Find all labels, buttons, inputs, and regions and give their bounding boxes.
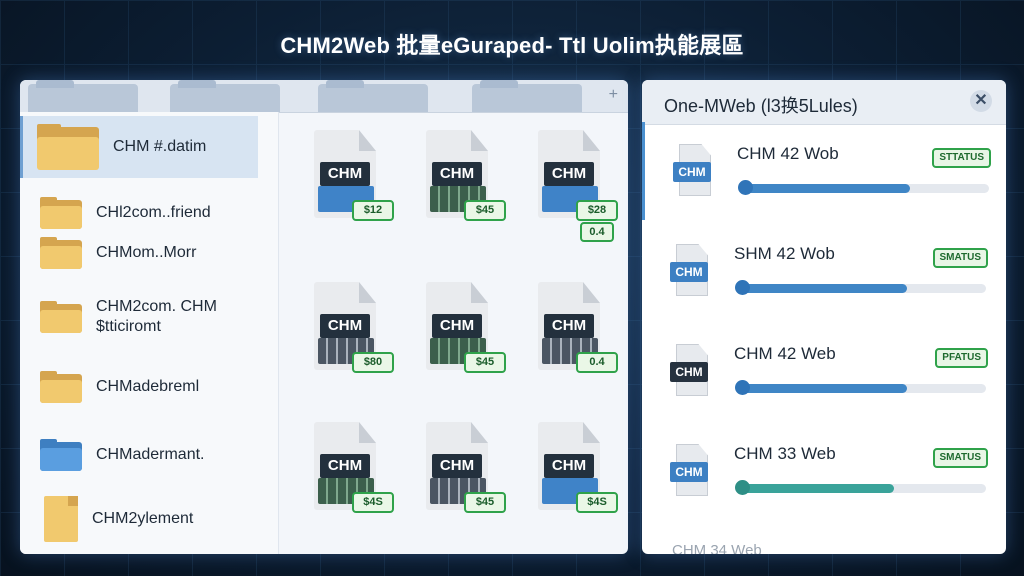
sidebar-item[interactable]: CHMadermant. <box>20 424 278 486</box>
file-size-badge: $45 <box>464 352 506 373</box>
conversion-window: One-MWeb (l3换5Lules) ✕ CHM CHM 42 Wob ST… <box>642 80 1006 554</box>
progress-bar <box>735 380 986 395</box>
document-icon <box>44 496 78 542</box>
conversion-name: CHM 42 Web <box>734 344 836 363</box>
folder-blue-icon <box>40 439 82 471</box>
folder-icon <box>40 237 82 269</box>
chm-label: CHM <box>432 162 482 186</box>
progress-knob[interactable] <box>738 180 753 195</box>
chm-file-icon: CHM <box>670 344 710 396</box>
status-badge: STTATUS <box>932 148 991 168</box>
file-size-badge: $80 <box>352 352 394 373</box>
sidebar-item-label: CHM2com. CHM $tticiromt <box>96 298 217 335</box>
conversion-item-partial: CHM 34 Web <box>672 542 762 554</box>
progress-bar <box>735 480 986 495</box>
file-size-badge: 0.4 <box>576 352 618 373</box>
chm-file[interactable]: CHM $45 <box>422 282 506 382</box>
chm-file[interactable]: CHM $4S <box>310 422 394 522</box>
chm-file[interactable]: CHM $4S <box>534 422 618 522</box>
folder-icon <box>40 301 82 333</box>
add-tab-icon[interactable]: + <box>608 86 618 103</box>
chm-label: CHM <box>320 162 370 186</box>
file-size-badge: $28 <box>576 200 618 221</box>
folder-sidebar: CHM #.datim CHl2com..friend CHMom..Morr … <box>20 112 279 554</box>
sidebar-item[interactable]: CHMadebreml <box>20 356 278 418</box>
file-size-badge: $4S <box>576 492 618 513</box>
page-title: CHM2Web 批量eGuraped- Ttl Uolim执能展區 <box>280 33 744 58</box>
file-size-badge: $45 <box>464 200 506 221</box>
progress-knob[interactable] <box>735 380 750 395</box>
chm-file-icon: CHM <box>673 144 713 196</box>
chm-file[interactable]: CHM $12 <box>310 130 394 230</box>
conversion-title: One-MWeb (l3换5Lules) <box>664 96 858 116</box>
progress-bar <box>738 180 989 195</box>
conversion-name: SHM 42 Wob <box>734 244 835 263</box>
progress-knob[interactable] <box>735 480 750 495</box>
sidebar-item[interactable]: CHl2com..friend <box>20 182 278 244</box>
sidebar-item[interactable]: CHM #.datim <box>20 116 258 178</box>
chm-label: CHM <box>544 162 594 186</box>
progress-knob[interactable] <box>735 280 750 295</box>
sidebar-item-label: CHMom..Morr <box>96 244 197 261</box>
file-browser-window: + CHM #.datim CHl2com..friend CHMom..Mor… <box>20 80 628 554</box>
folder-tab-bar: + <box>20 80 628 113</box>
chm-file-icon: CHM <box>670 244 710 296</box>
sidebar-item-label: CHMadermant. <box>96 446 205 463</box>
chm-file[interactable]: CHM $80 <box>310 282 394 382</box>
chm-label: CHM <box>320 454 370 478</box>
chm-file[interactable]: CHM $28 0.4 <box>534 130 618 242</box>
folder-tab[interactable] <box>472 80 582 112</box>
sidebar-item-label: CHM #.datim <box>113 138 207 155</box>
conversion-name: CHM 33 Web <box>734 444 836 463</box>
chm-file[interactable]: CHM 0.4 <box>534 282 618 382</box>
folder-tab[interactable] <box>28 80 138 112</box>
chm-label: CHM <box>544 454 594 478</box>
file-size-badge: $12 <box>352 200 394 221</box>
chm-file-icon: CHM <box>670 444 710 496</box>
file-size-badge: $4S <box>352 492 394 513</box>
chm-label: CHM <box>432 314 482 338</box>
sidebar-item[interactable]: CHM2com. CHM $tticiromt <box>20 286 278 348</box>
sidebar-item-label: CHl2com..friend <box>96 204 211 221</box>
chm-file[interactable]: CHM $45 <box>422 130 506 230</box>
sidebar-item[interactable]: CHMom..Morr <box>20 222 278 284</box>
conversion-item[interactable]: CHM CHM 42 Wob STTATUS <box>642 122 1006 220</box>
folder-tab[interactable] <box>318 80 428 112</box>
sidebar-item-label: CHM2ylement <box>92 510 194 527</box>
chm-label: CHM <box>320 314 370 338</box>
status-badge: SMATUS <box>932 248 988 268</box>
file-grid: CHM $12 CHM $45 CHM $28 0.4 CHM $80 CHM <box>278 112 628 554</box>
chm-file[interactable]: CHM $45 <box>422 422 506 522</box>
folder-icon <box>37 124 99 170</box>
sidebar-item-label: CHMadebreml <box>96 378 200 395</box>
file-size-badge: $45 <box>464 492 506 513</box>
folder-tab[interactable] <box>170 80 280 112</box>
sidebar-item[interactable]: CHM2ylement <box>20 488 278 550</box>
status-badge: SMATUS <box>932 448 988 468</box>
conversion-header: One-MWeb (l3换5Lules) ✕ <box>642 80 1006 125</box>
conversion-item[interactable]: CHM CHM 42 Web PFATUS <box>642 322 1006 420</box>
folder-icon <box>40 197 82 229</box>
chm-label: CHM <box>432 454 482 478</box>
folder-icon <box>40 371 82 403</box>
file-version-badge: 0.4 <box>580 222 614 242</box>
conversion-name: CHM 42 Wob <box>737 144 839 163</box>
chm-label: CHM <box>544 314 594 338</box>
close-icon[interactable]: ✕ <box>970 90 992 112</box>
progress-bar <box>735 280 986 295</box>
conversion-item[interactable]: CHM SHM 42 Wob SMATUS <box>642 222 1006 320</box>
status-badge: PFATUS <box>935 348 988 368</box>
conversion-item[interactable]: CHM CHM 33 Web SMATUS <box>642 422 1006 520</box>
